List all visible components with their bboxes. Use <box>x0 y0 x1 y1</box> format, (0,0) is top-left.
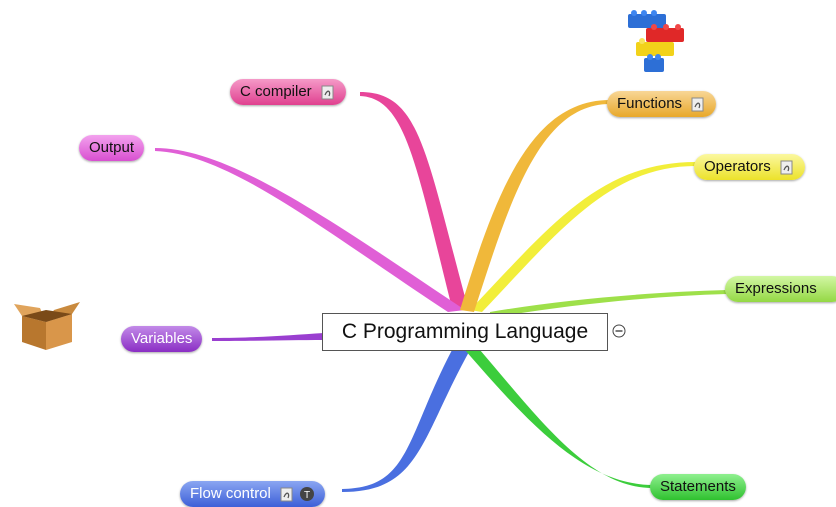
branch-line-flow-control <box>342 350 470 492</box>
topic-output[interactable]: Output <box>79 135 145 161</box>
branch-line-operators <box>470 162 696 312</box>
topic-statements[interactable]: Statements <box>650 474 746 500</box>
branch-line-variables <box>212 333 324 341</box>
cardboard-box-image <box>14 302 80 350</box>
topic-label: C compiler <box>240 83 312 100</box>
topic-label: Flow control <box>190 485 271 502</box>
task-icon[interactable]: T <box>299 486 315 502</box>
attachment-icon[interactable] <box>279 486 295 502</box>
topic-label: Statements <box>660 478 736 495</box>
branch-line-functions <box>460 100 610 312</box>
topic-variables[interactable]: Variables <box>121 326 203 352</box>
topic-functions[interactable]: Functions <box>607 91 717 117</box>
central-topic-label: C Programming Language <box>341 320 589 343</box>
topic-label: Functions <box>617 95 683 112</box>
attachment-icon[interactable] <box>779 159 795 175</box>
topic-label: Operators <box>704 158 771 175</box>
topic-c-compiler[interactable]: C compiler <box>230 79 346 105</box>
topic-label: Output <box>89 139 135 156</box>
branch-line-output <box>155 148 465 312</box>
svg-text:T: T <box>304 490 310 501</box>
attachment-icon[interactable] <box>320 84 336 100</box>
minus-circle-icon[interactable] <box>612 324 626 338</box>
branch-line-expressions <box>490 290 727 318</box>
topic-flow-control[interactable]: Flow control T <box>180 481 325 507</box>
central-topic[interactable]: C Programming Language <box>322 313 608 351</box>
topic-expressions[interactable]: Expressions <box>725 276 836 302</box>
branch-line-c-compiler <box>360 92 468 308</box>
branch-line-statements <box>465 350 652 488</box>
attachment-icon[interactable] <box>690 96 706 112</box>
topic-label: Expressions <box>735 280 817 297</box>
lego-bricks-image <box>628 10 684 72</box>
topic-operators[interactable]: Operators <box>694 154 805 180</box>
topic-label: Variables <box>131 330 193 347</box>
